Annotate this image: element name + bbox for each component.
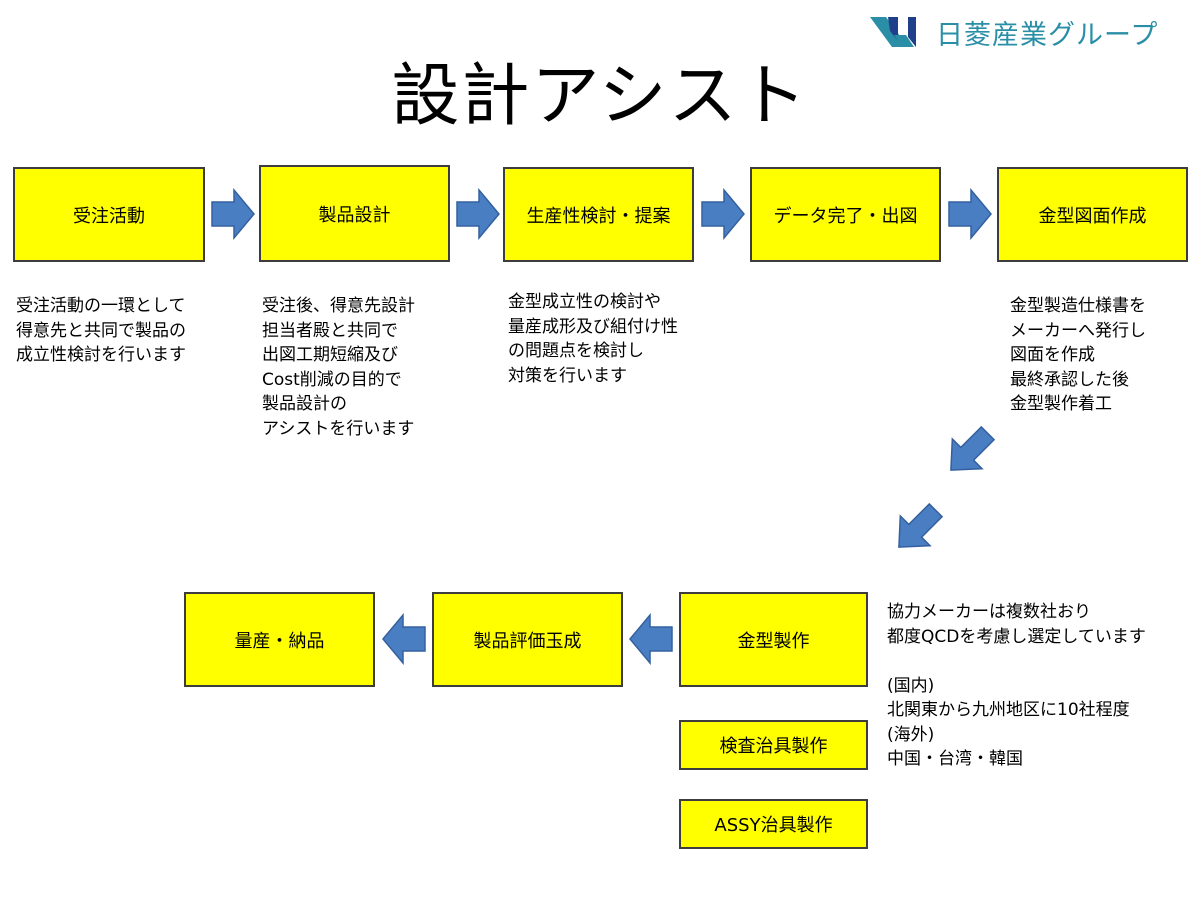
step-box-mass-production: 量産・納品 [184, 592, 375, 687]
arrow-right-icon [456, 188, 500, 240]
arrow-right-icon [701, 188, 745, 240]
description-order-activity: 受注活動の一環として 得意先と共同で製品の 成立性検討を行います [16, 296, 186, 365]
step-box-productivity-review: 生産性検討・提案 [503, 167, 694, 262]
step-label: 生産性検討・提案 [526, 205, 671, 227]
step-label: 受注活動 [73, 205, 145, 227]
step-box-mold-drawing: 金型図面作成 [997, 167, 1188, 262]
arrow-right-icon [948, 188, 992, 240]
sub-step-label: ASSY治具製作 [714, 815, 833, 836]
nichiryo-n-logo-icon [870, 17, 916, 47]
step-box-product-design: 製品設計 [259, 165, 450, 262]
step-label: 量産・納品 [234, 630, 325, 652]
sub-step-box-inspection-jig: 検査治具製作 [679, 720, 868, 770]
description-product-design: 受注後、得意先設計 担当者殿と共同で 出図工期短縮及び Cost削減の目的で 製… [262, 296, 415, 439]
page-title: 設計アシスト [391, 57, 809, 136]
arrow-right-icon [211, 188, 255, 240]
step-label: データ完了・出図 [773, 205, 918, 227]
arrow-left-icon [629, 613, 673, 665]
step-label: 金型図面作成 [1038, 205, 1147, 227]
step-label: 製品設計 [318, 204, 391, 226]
step-box-mold-manufacturing: 金型製作 [679, 592, 868, 687]
arrow-down-left-icon [898, 502, 944, 548]
description-mold-drawing: 金型製造仕様書を メーカーへ発行し 図面を作成 最終承認した後 金型製作着工 [1010, 296, 1146, 414]
company-name: 日菱産業グループ [936, 19, 1159, 51]
company-logo: 日菱産業グループ [868, 10, 1178, 54]
step-label: 製品評価玉成 [473, 630, 582, 652]
step-box-data-release: データ完了・出図 [750, 167, 941, 262]
step-box-product-evaluation: 製品評価玉成 [432, 592, 623, 687]
arrow-down-left-icon [950, 425, 996, 471]
step-box-order-activity: 受注活動 [13, 167, 205, 262]
sub-step-box-assy-jig: ASSY治具製作 [679, 799, 868, 849]
arrow-left-icon [382, 613, 426, 665]
partner-maker-note: 協力メーカーは複数社おり 都度QCDを考慮し選定しています (国内) 北関東から… [887, 602, 1146, 769]
step-label: 金型製作 [737, 630, 810, 652]
description-productivity-review: 金型成立性の検討や 量産成形及び組付け性 の問題点を検討し 対策を行います [508, 292, 678, 386]
sub-step-label: 検査治具製作 [719, 736, 828, 757]
